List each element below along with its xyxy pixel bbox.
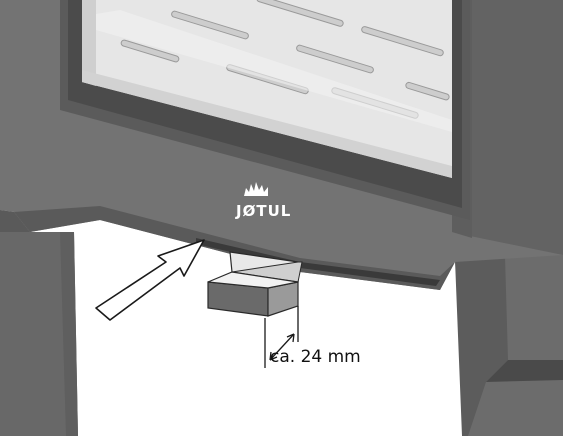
jotul-logo: JØTUL — [235, 182, 291, 220]
right-leg — [455, 250, 563, 436]
firebox-liner — [82, 0, 452, 178]
pull-out-tab — [207, 251, 303, 317]
dimension-arrowhead-right — [286, 333, 295, 343]
dimension-arrowhead-left — [269, 351, 278, 361]
left-leg — [0, 210, 78, 436]
dimension-marker — [264, 306, 299, 368]
dimension-label: ca. 24 mm — [270, 347, 361, 367]
logo-text: JØTUL — [235, 202, 291, 220]
insert-arrow-icon — [95, 239, 205, 321]
flame-icon — [244, 182, 268, 196]
dimension-line — [269, 333, 295, 361]
